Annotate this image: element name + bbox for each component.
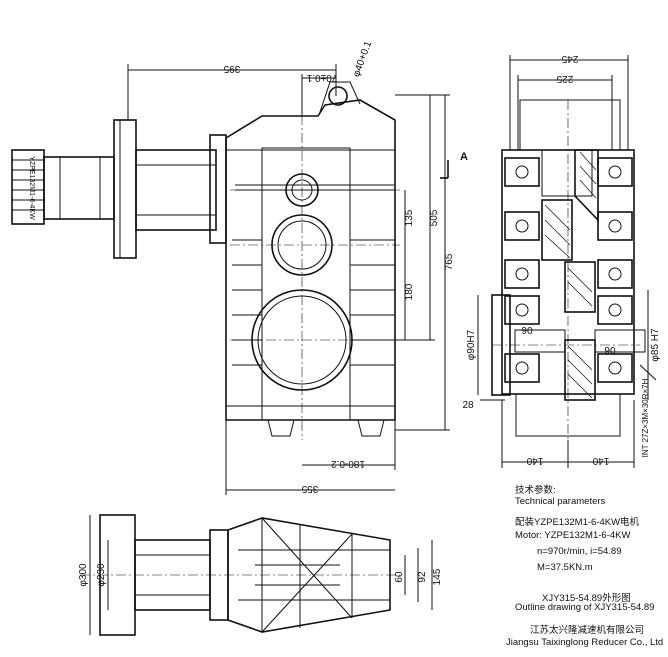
motor-fins	[12, 159, 44, 211]
front-view	[11, 64, 450, 495]
tech-params-en: Technical parameters	[515, 496, 606, 507]
dim-180-horizontal: 180-0.2	[331, 458, 365, 469]
dim-70: 70±0.1	[306, 72, 337, 83]
dim-92: 92	[417, 571, 428, 583]
dim-06-right: 06	[604, 344, 616, 355]
dim-06-left: 06	[521, 324, 533, 335]
dim-355: 355	[301, 483, 318, 494]
tech-params-cn: 技术参数:	[515, 485, 556, 496]
motor-flange	[113, 119, 137, 259]
dim-spline: INT 27Z×3M×30R×7H	[641, 378, 650, 457]
housing-ribs	[232, 239, 395, 366]
section-view	[477, 55, 657, 468]
dim-505: 505	[429, 209, 440, 226]
dim-40: φ40+0.1	[351, 39, 374, 78]
motor-spec-cn: 配装YZPE132M1-6-4KW电机	[515, 517, 640, 528]
drawing-title-cn: XJY315-54.89外形图	[542, 593, 631, 604]
dim-140-left: 140	[526, 455, 543, 466]
dim-145: 145	[432, 568, 443, 585]
dim-765: 765	[444, 253, 455, 270]
torque: M=37.5KN.m	[537, 562, 593, 573]
motor-spec-en: Motor: YZPE132M1-6-4KW	[515, 530, 631, 541]
dim-230: φ230	[96, 563, 107, 587]
drawing-title-en: Outline drawing of XJY315-54.89	[515, 602, 655, 613]
company-name-cn: 江苏太兴隆减速机有限公司	[530, 625, 645, 636]
dim-85h7: φ85 H7	[650, 328, 661, 362]
dim-90h7: φ90H7	[466, 329, 477, 360]
top-view	[80, 514, 433, 636]
dim-135: 135	[404, 209, 415, 226]
speed-ratio: n=970r/min, i=54.89	[537, 546, 622, 557]
motor-nameplate: YZPE132M1-6-4KW	[28, 156, 35, 220]
section-a-label: A	[460, 151, 468, 163]
lifting-lug	[328, 86, 348, 106]
dim-180-vertical: 180	[404, 283, 415, 300]
dim-395: 395	[223, 63, 240, 74]
adapter-housing	[135, 149, 217, 231]
dim-60: 60	[394, 571, 405, 583]
dim-225: 225	[556, 73, 573, 84]
dim-245: 245	[561, 53, 578, 64]
dim-300: φ300	[78, 563, 89, 587]
company-name-en: Jiangsu Taixinglong Reducer Co., Ltd	[506, 637, 664, 648]
motor-body	[11, 149, 45, 225]
dim-28: 28	[462, 400, 474, 411]
bearings	[504, 157, 633, 383]
dim-140-right: 140	[592, 455, 609, 466]
motor-housing	[43, 156, 115, 220]
gears	[541, 149, 599, 401]
